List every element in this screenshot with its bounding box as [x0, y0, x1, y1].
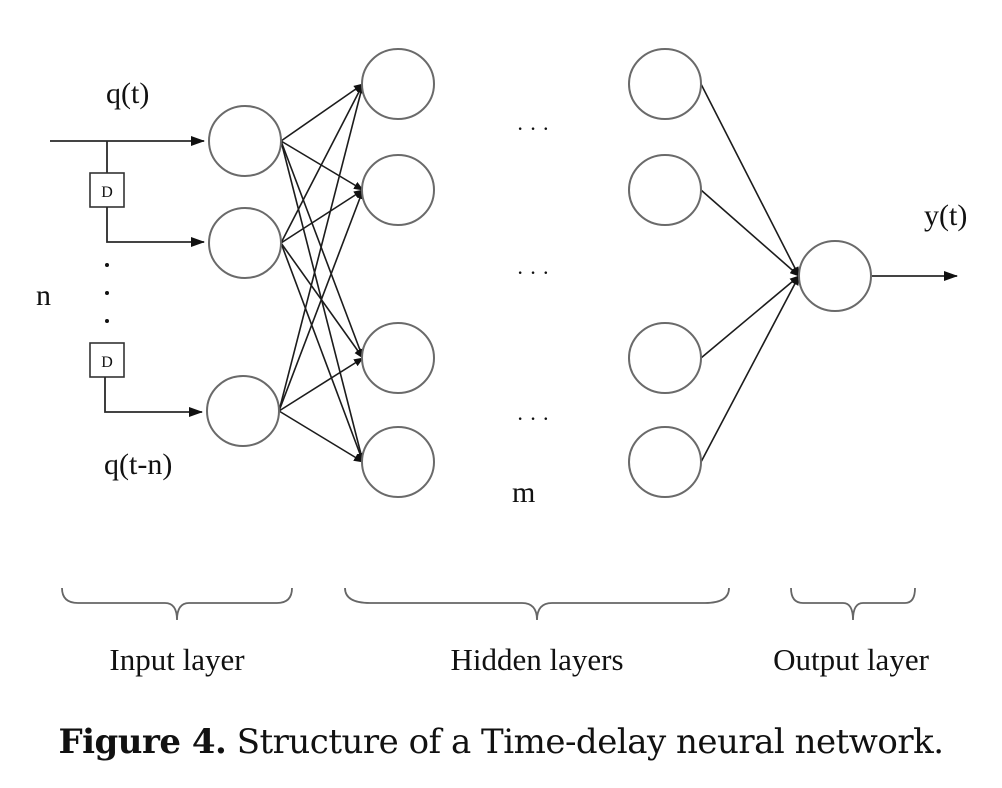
- input-label-q-t: q(t): [106, 77, 149, 110]
- delay-label-1: D: [101, 184, 113, 201]
- connection-hidden-3-to-output: [700, 275, 800, 359]
- delay-label-2: D: [101, 354, 113, 371]
- hidden-neuron-c2-1: [628, 48, 702, 120]
- hidden-neuron-c1-4: [361, 426, 435, 498]
- input-label-q-t-n: q(t-n): [104, 448, 172, 481]
- connection-hidden-2-to-output: [700, 189, 800, 277]
- hidden-neuron-c1-2: [361, 154, 435, 226]
- delayed-line-1: [106, 207, 205, 247]
- connection-input-2-to-hidden-3: [280, 242, 364, 359]
- neurons: [206, 48, 872, 498]
- connection-input-2-to-hidden-4: [280, 242, 364, 463]
- hidden-neuron-c1-3: [361, 322, 435, 394]
- connection-input-3-to-hidden-1: [278, 83, 365, 412]
- vertical-ellipsis-dot: [105, 319, 109, 323]
- vertical-ellipsis-dot: [105, 263, 109, 267]
- figure-caption: Figure 4. Structure of a Time-delay neur…: [0, 722, 1002, 762]
- hidden-ellipses: · · · · · · · · ·: [517, 116, 550, 431]
- n-label: n: [36, 279, 51, 312]
- input-neuron-3: [206, 375, 280, 447]
- connections: [278, 83, 800, 463]
- output-layer-label: Output layer: [773, 642, 929, 677]
- brace-hidden-layers: [344, 587, 730, 621]
- hidden-layers-label: Hidden layers: [450, 642, 623, 677]
- delay-box-1: [89, 172, 125, 208]
- input-layer-label: Input layer: [109, 642, 245, 677]
- hidden-neuron-c2-2: [628, 154, 702, 226]
- caption-text: Structure of a Time-delay neural network…: [236, 722, 944, 762]
- brace-input-layer: [61, 587, 293, 621]
- hidden-neuron-c1-1: [361, 48, 435, 120]
- connection-input-3-to-hidden-2: [278, 189, 364, 412]
- caption-label: Figure 4.: [58, 722, 227, 762]
- ellipsis-row-3: · · ·: [517, 406, 550, 431]
- vertical-ellipsis-dot: [105, 291, 109, 295]
- connection-input-2-to-hidden-1: [280, 83, 364, 244]
- m-label: m: [512, 476, 535, 509]
- delay-box-2: [89, 342, 125, 378]
- input-neuron-2: [208, 207, 282, 279]
- connection-input-1-to-hidden-3: [280, 140, 364, 359]
- connection-input-3-to-hidden-4: [278, 410, 364, 463]
- connection-input-3-to-hidden-3: [278, 357, 364, 412]
- connection-input-1-to-hidden-2: [280, 140, 364, 191]
- input-neuron-1: [208, 105, 282, 177]
- ellipsis-row-1: · · ·: [517, 116, 550, 141]
- connection-input-2-to-hidden-2: [280, 189, 364, 244]
- hidden-neuron-c2-3: [628, 322, 702, 394]
- delayed-line-n: [104, 377, 203, 417]
- output-label-y-t: y(t): [924, 199, 967, 232]
- output-neuron: [798, 240, 872, 312]
- brace-output-layer: [790, 587, 916, 621]
- ellipsis-row-2: · · ·: [517, 260, 550, 285]
- tapped-delay-line: D D: [50, 136, 205, 417]
- hidden-neuron-c2-4: [628, 426, 702, 498]
- connection-hidden-1-to-output: [700, 83, 800, 277]
- connection-hidden-4-to-output: [700, 275, 800, 463]
- connection-input-1-to-hidden-1: [280, 83, 364, 142]
